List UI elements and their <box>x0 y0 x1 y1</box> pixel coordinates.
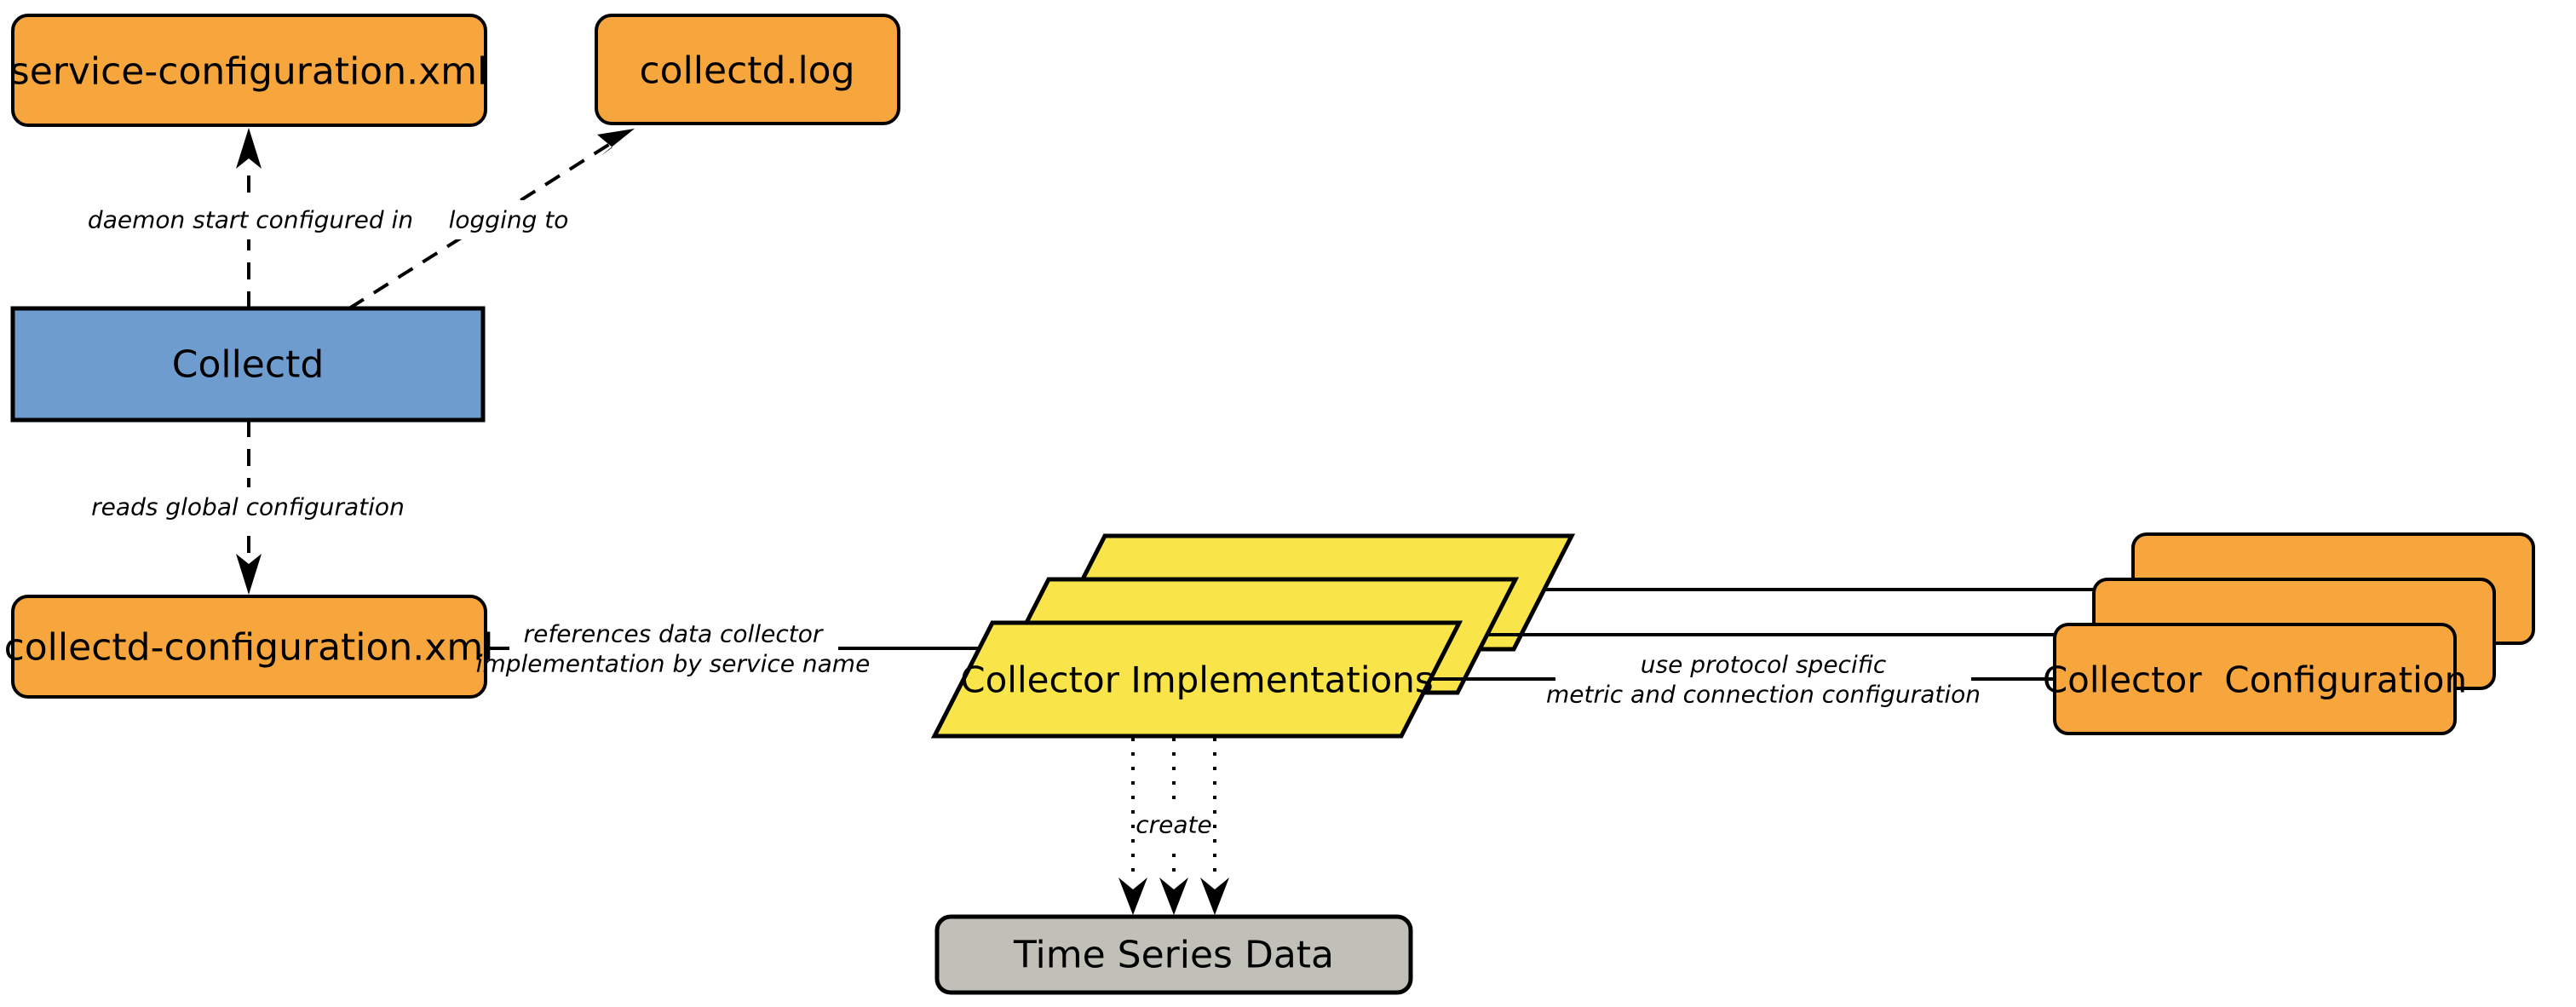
service-configuration-label: service-configuration.xml <box>10 50 487 94</box>
references-label-line1: references data collector <box>524 620 824 648</box>
reads-global-label-bg <box>109 487 390 527</box>
create-label: create <box>1136 811 1212 839</box>
references-label-bg <box>509 615 838 683</box>
collectd-configuration-label: collectd-configuration.xml <box>4 626 494 670</box>
collectd-log-label: collectd.log <box>639 49 854 93</box>
collectd-log-node <box>595 14 900 125</box>
collector-implementations-label: Collector Implementations <box>960 659 1433 701</box>
collectd-node <box>10 306 486 423</box>
create-arrowhead-right-icon <box>1200 878 1229 915</box>
collector-configuration-box-front <box>2053 623 2457 735</box>
protocol-label-line2: metric and connection configuration <box>1546 681 1981 709</box>
logging-to-arrowhead-icon <box>597 129 635 156</box>
collectd-label: Collectd <box>172 343 325 387</box>
collector-configuration-label: Collector Configuration <box>2043 659 2467 701</box>
daemon-start-label-bg <box>95 200 409 239</box>
logging-to-label-bg <box>446 200 572 239</box>
service-configuration-node <box>11 14 487 127</box>
collector-implementations-sheet-front <box>930 620 1463 739</box>
logging-to-label: logging to <box>449 206 569 234</box>
protocol-label-bg <box>1555 646 1971 714</box>
create-arrowhead-middle-icon <box>1159 878 1188 915</box>
reads-global-arrowhead-icon <box>236 554 262 595</box>
time-series-data-label: Time Series Data <box>1013 934 1334 977</box>
reads-global-label: reads global configuration <box>91 493 405 521</box>
collectd-configuration-node <box>11 595 487 699</box>
daemon-start-label: daemon start configured in <box>88 206 413 234</box>
create-arrowhead-left-icon <box>1118 878 1147 915</box>
references-label-line2: implementation by service name <box>476 650 871 678</box>
time-series-data-node <box>934 914 1413 995</box>
protocol-label-line1: use protocol specific <box>1641 651 1887 679</box>
create-label-bg <box>1138 806 1210 843</box>
daemon-start-arrowhead-icon <box>236 128 262 169</box>
